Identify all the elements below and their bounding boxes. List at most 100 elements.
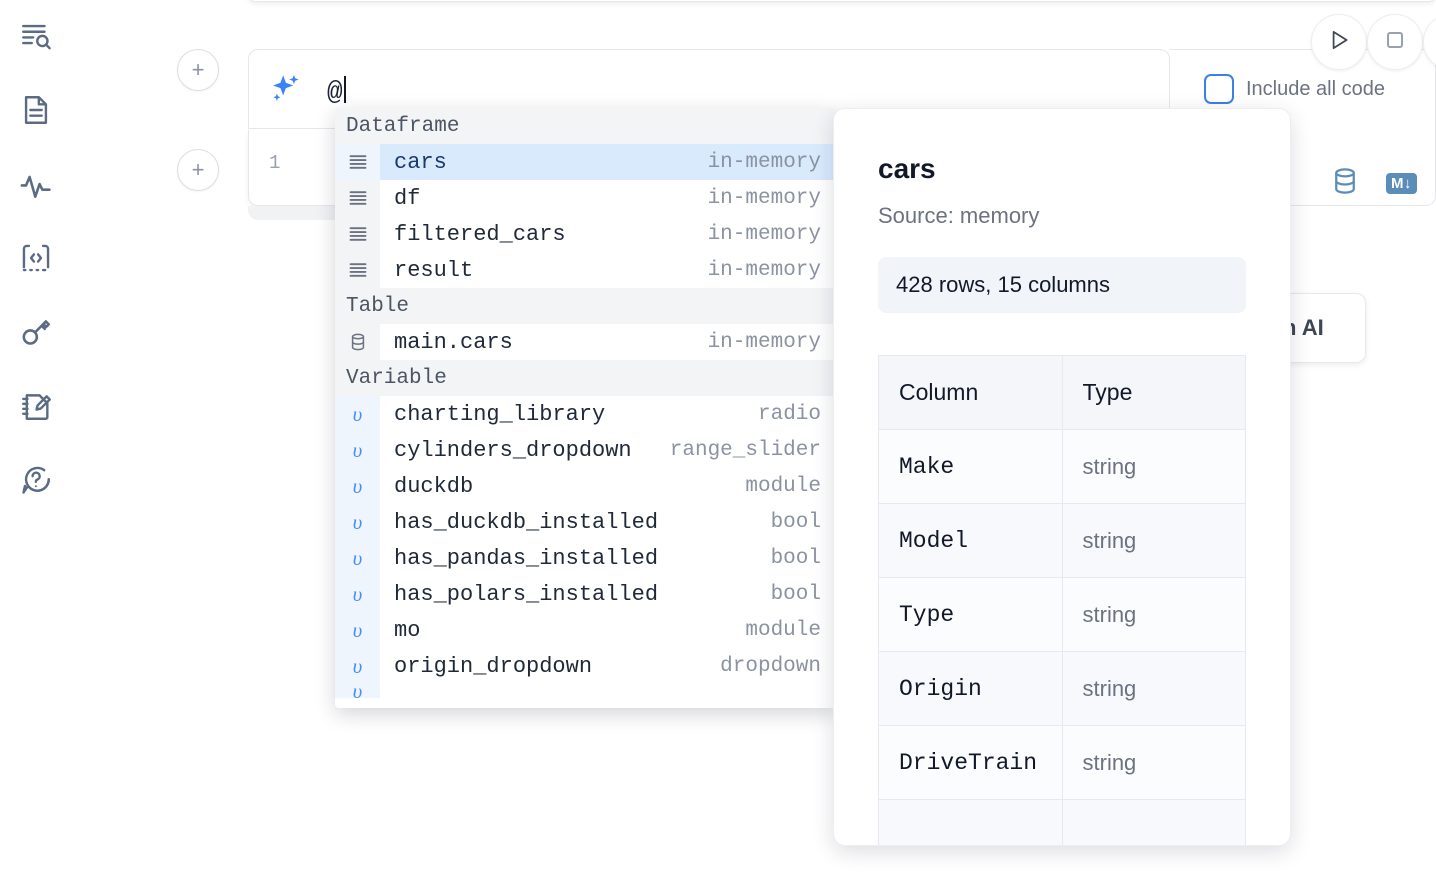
autocomplete-item-name: result [394,257,474,283]
autocomplete-item-meta: radio [757,402,821,426]
preview-shape-badge: 428 rows, 15 columns [878,257,1246,313]
autocomplete-item-meta: in-memory [707,150,821,174]
autocomplete-item-meta: module [745,474,821,498]
column-name-cell: Make [878,429,1063,504]
preview-source: Source: memory [878,203,1040,228]
autocomplete-item-name: main.cars [394,329,513,355]
stop-cell-button[interactable] [1367,14,1423,70]
autocomplete-item-name: cars [394,149,447,175]
autocomplete-item-name: mo [394,617,421,643]
activity-icon[interactable] [14,162,58,206]
autocomplete-item-name: filtered_cars [394,221,566,247]
autocomplete-group-header: Dataframe [335,108,835,144]
column-name-cell: DriveTrain [878,725,1063,800]
line-number: 1 [269,152,281,174]
autocomplete-item[interactable]: υ origin_dropdown dropdown [335,648,835,684]
column-type-cell: string [1061,725,1246,800]
variable-icon: υ [335,648,380,684]
autocomplete-item-name: duckdb [394,473,474,499]
table-row-clipped [878,799,1246,845]
dataframe-preview-panel: cars Source: memory 428 rows, 15 columns… [833,108,1291,846]
autocomplete-item[interactable]: cars in-memory [335,144,835,180]
markdown-badge-label: M [1391,175,1404,192]
table-icon [335,324,380,360]
column-type-cell: string [1061,429,1246,504]
variable-icon: υ [335,684,380,698]
variable-icon: υ [335,432,380,468]
dataframe-icon [335,252,380,288]
autocomplete-item-name: origin_dropdown [394,653,593,679]
autocomplete-item-meta: in-memory [707,330,821,354]
plus-icon: + [191,57,205,82]
sparkles-icon [269,72,303,106]
autocomplete-item-meta: in-memory [707,186,821,210]
include-all-code-checkbox[interactable]: Include all code [1204,74,1385,104]
document-icon[interactable] [14,88,58,132]
autocomplete-item-name: has_duckdb_installed [394,509,659,535]
dataframe-icon [335,216,380,252]
ai-prompt-input[interactable]: @ [327,72,346,107]
autocomplete-item-meta: module [745,618,821,642]
dataframe-icon [335,144,380,180]
checkbox-box[interactable] [1204,74,1234,104]
variable-icon: υ [335,468,380,504]
autocomplete-item-name: charting_library [394,401,606,427]
column-type-cell: string [1061,577,1246,652]
text-caret [343,75,346,103]
variable-icon: υ [335,396,380,432]
scratchpad-icon[interactable] [14,384,58,428]
dataframe-icon [335,180,380,216]
column-type-cell: string [1061,503,1246,578]
autocomplete-item-name: has_polars_installed [394,581,659,607]
autocomplete-item[interactable]: result in-memory [335,252,835,288]
preview-title: cars [878,153,936,184]
cell-output-icons: M↓ [1330,166,1417,201]
database-icon[interactable] [1330,166,1360,201]
run-cell-button[interactable] [1311,14,1367,70]
autocomplete-item-meta: bool [770,546,821,570]
column-type-cell [1061,799,1246,845]
markdown-badge[interactable]: M↓ [1386,173,1417,194]
autocomplete-group-header: Table [335,288,835,324]
autocomplete-item-clipped[interactable]: υ [335,684,835,698]
column-name-cell: Model [878,503,1063,578]
add-cell-button-top[interactable]: + [177,49,219,91]
add-cell-button-bottom[interactable]: + [177,149,219,191]
autocomplete-item-meta: in-memory [707,258,821,282]
column-type-cell: string [1061,651,1246,726]
key-icon[interactable] [14,310,58,354]
autocomplete-item[interactable]: υ charting_library radio [335,396,835,432]
autocomplete-group-header: Variable [335,360,835,396]
variable-icon: υ [335,504,380,540]
column-name-cell [878,799,1063,845]
code-snippet-icon[interactable] [14,236,58,280]
autocomplete-item-meta: bool [770,582,821,606]
autocomplete-item[interactable]: main.cars in-memory [335,324,835,360]
header-type: Type [1061,355,1246,430]
variable-icon: υ [335,540,380,576]
plus-icon: + [191,157,205,182]
autocomplete-item-meta: range_slider [669,438,821,462]
autocomplete-item-name: has_pandas_installed [394,545,659,571]
autocomplete-item[interactable]: filtered_cars in-memory [335,216,835,252]
search-outline-icon[interactable] [14,14,58,58]
column-name-cell: Type [878,577,1063,652]
autocomplete-item-meta: dropdown [720,654,821,678]
help-chat-icon[interactable] [14,458,58,502]
autocomplete-item[interactable]: υ has_pandas_installed bool [335,540,835,576]
autocomplete-item-meta: in-memory [707,222,821,246]
